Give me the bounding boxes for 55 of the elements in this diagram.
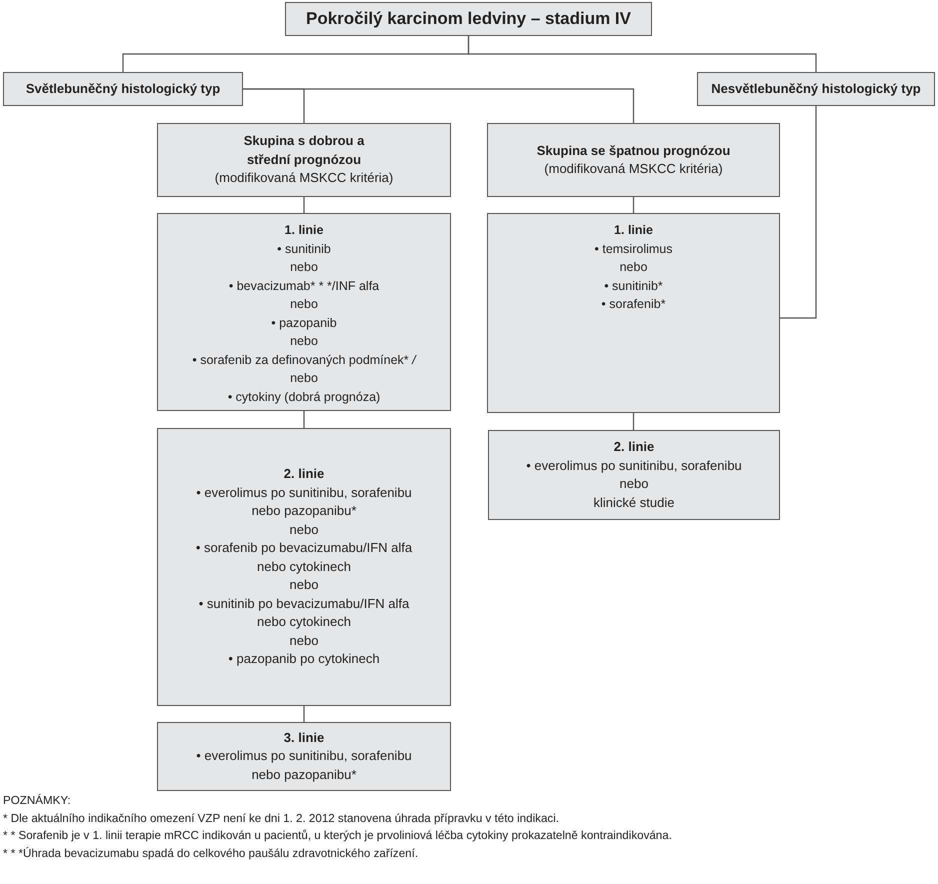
flow-box [487, 213, 780, 413]
box-heading: 1. linie [614, 222, 653, 239]
flow-box [697, 72, 935, 106]
box-text: klinické studie [594, 494, 674, 512]
footnote: * Dle aktuálního indikačního omezení VZP není ke dni 1. 2. 2012 stanovena úhrada přípravku v této indikaci. [3, 810, 560, 826]
flow-box [157, 213, 451, 411]
box-text: nebo [290, 576, 318, 594]
flow-box [157, 123, 451, 197]
box-text: • sorafenib za definovaných podmínek* / [192, 352, 416, 369]
box-heading: Světlebuněčný histologický typ [26, 80, 220, 98]
box-text: nebo [290, 520, 318, 539]
footnote: * * Sorafenib je v 1. linii terapie mRCC indikován u pacientů, u kterých je prvoliniová léčba cytokiny prokazatelně kontraindikována. [3, 828, 672, 844]
box-text: nebo [290, 370, 318, 387]
box-text: nebo [290, 333, 318, 350]
connector-line [303, 197, 305, 213]
connector-line [632, 197, 634, 213]
box-heading: 2. linie [614, 438, 654, 456]
flow-box [3, 72, 243, 106]
box-heading: 2. linie [284, 465, 324, 484]
box-text: • bevacizumab* * */INF alfa [228, 278, 380, 294]
box-text: • sunitinib [277, 240, 331, 258]
flow-box [157, 428, 451, 706]
box-text: • sorafenib* [601, 296, 666, 313]
box-text: • everolimus po sunitinibu, sorafenibu [526, 456, 742, 475]
box-text: • temsirolimus [594, 240, 672, 258]
box-heading: Skupina se špatnou prognózou [536, 142, 730, 160]
connector-line [243, 88, 634, 123]
box-heading: Skupina s dobrou a střední prognózou [242, 132, 366, 169]
flow-box [157, 722, 451, 791]
box-text: nebo [290, 632, 318, 650]
box-text: • pazopanib [271, 314, 337, 332]
flow-box [487, 123, 780, 197]
box-text: nebo [290, 296, 318, 313]
box-text: (modifikovaná MSKCC kritéria) [214, 169, 394, 188]
box-text: (modifikovaná MSKCC kritéria) [544, 160, 723, 178]
flow-box [488, 430, 780, 520]
box-text: nebo [620, 259, 648, 276]
box-text: nebo [290, 259, 318, 276]
connector-line [303, 411, 305, 428]
box-text: • everolimus po sunitinibu, sorafenibu nebo pazopanibu* [195, 747, 413, 784]
box-heading: 3. linie [284, 728, 324, 747]
box-heading: Nesvětlebuněčný histologický typ [711, 80, 921, 98]
box-text: • cytokiny (dobrá prognóza) [228, 388, 380, 406]
box-heading: 1. linie [284, 222, 324, 239]
box-text: nebo [620, 475, 648, 493]
connector-line [303, 706, 305, 722]
connector-line [780, 106, 817, 319]
connector-line [632, 413, 634, 430]
box-text: • sunitinib* [604, 278, 663, 294]
notes-heading: POZNÁMKY: [3, 793, 72, 809]
box-text: • pazopanib po cytokinech [228, 650, 380, 668]
flow-box [285, 2, 652, 36]
footnote: * * *Úhrada bevacizumabu spadá do celkového paušálu zdravotnického zařízení. [3, 846, 420, 862]
box-heading: Pokročilý karcinom ledviny – stadium IV [306, 10, 631, 28]
connector-line [468, 36, 817, 72]
